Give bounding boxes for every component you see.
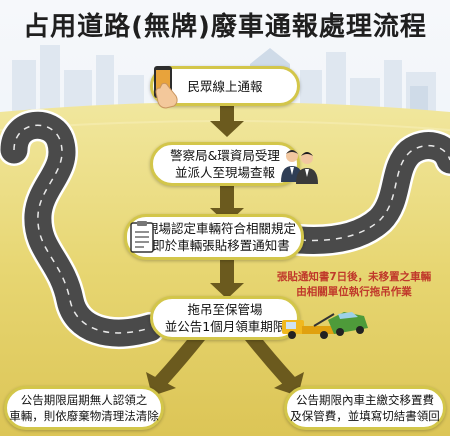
left-road bbox=[0, 109, 166, 349]
outcome-owner-claims: 公告期限內車主繳交移置費 及保管費，並填寫切結書領回 bbox=[284, 386, 446, 430]
tow-note: 張貼通知書7日後，未移置之車輛 由相關單位執行拖吊作業 bbox=[264, 270, 444, 300]
outcome-unclaimed: 公告期限屆期無人認領之 車輛，則依廢棄物清理法清除 bbox=[4, 386, 164, 430]
step-police-accept: 警察局&環資局受理 並派人至現場查報 bbox=[150, 142, 300, 186]
step-text: 警察局&環資局受理 bbox=[170, 148, 280, 163]
step-text: 現場認定車輛符合相關規定 bbox=[145, 221, 296, 236]
step-text: 拖吊至保管場 bbox=[187, 302, 263, 317]
note-text: 由相關單位執行拖吊作業 bbox=[296, 286, 412, 298]
outcome-text: 及保管費，並填寫切結書領回 bbox=[290, 409, 440, 423]
step-text: 民眾線上通報 bbox=[187, 78, 263, 94]
outcome-text: 公告期限內車主繳交移置費 bbox=[296, 393, 434, 407]
outcome-text: 車輛，則依廢棄物清理法清除 bbox=[9, 409, 159, 423]
note-text: 張貼通知書7日後，未移置之車輛 bbox=[276, 271, 432, 283]
city-skyline bbox=[12, 45, 436, 120]
arrow-down-3 bbox=[210, 259, 244, 299]
phone-tap-icon bbox=[154, 66, 178, 109]
officers-icon bbox=[281, 150, 318, 184]
tow-truck-icon bbox=[282, 312, 368, 339]
step-online-report: 民眾線上通報 bbox=[150, 66, 300, 106]
step-text: 並公告1個月領車期限 bbox=[164, 319, 286, 334]
page-title: 占用道路(無牌)廢車通報處理流程 bbox=[23, 12, 427, 42]
step-onsite-notice: 現場認定車輛符合相關規定 即於車輛張貼移置通知書 bbox=[124, 214, 304, 260]
notice-document-icon bbox=[130, 221, 154, 253]
step-tow-storage: 拖吊至保管場 並公告1個月領車期限 bbox=[150, 296, 300, 340]
step-text: 即於車輛張貼移置通知書 bbox=[152, 238, 290, 253]
right-road bbox=[284, 129, 450, 257]
arrow-down-1 bbox=[210, 101, 244, 137]
outcome-text: 公告期限屆期無人認領之 bbox=[20, 393, 148, 407]
step-text: 並派人至現場查報 bbox=[174, 165, 275, 180]
